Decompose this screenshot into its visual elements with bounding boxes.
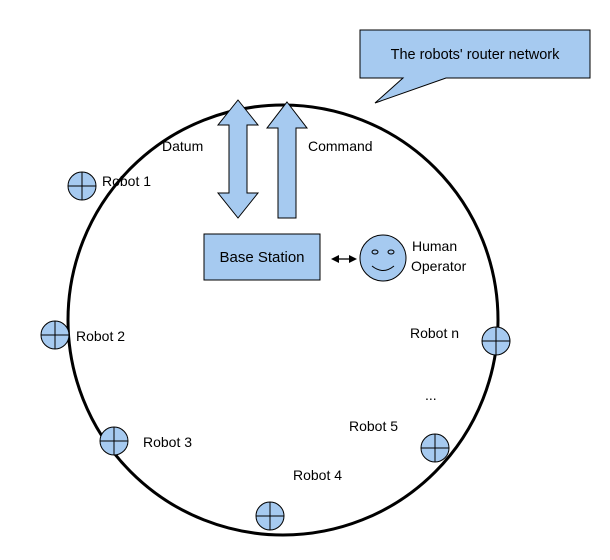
robot-3-label: Robot 3 [143, 434, 192, 450]
human-operator: Human Operator [359, 234, 467, 282]
callout-bubble [359, 29, 591, 104]
crosshair-circle-icon [420, 433, 450, 463]
base-station-box [203, 233, 321, 281]
base-station-label: Base Station [219, 249, 304, 266]
smiley-right-eye [387, 249, 395, 255]
robot-n-label: Robot n [410, 325, 459, 341]
robot-4-node: Robot 4 [255, 467, 342, 531]
datum-arrow-shape [216, 99, 260, 219]
base-station: Base Station [203, 233, 321, 281]
robot-2-label: Robot 2 [76, 328, 125, 344]
datum-arrow: Datum [162, 99, 260, 219]
connector-right-arrowhead [349, 255, 357, 263]
human-label-line1: Human [412, 238, 457, 254]
smiley-left-eye [371, 249, 379, 255]
crosshair-circle-icon [99, 426, 129, 456]
human-label-line2: Operator [411, 258, 467, 274]
more-robots-ellipsis: ... [425, 387, 437, 403]
smiley-face-icon [359, 234, 407, 282]
router-network-ring [66, 103, 500, 537]
callout: The robots' router network [359, 29, 591, 104]
crosshair-circle-icon [40, 320, 70, 350]
crosshair-circle-icon [67, 171, 97, 201]
robot-2-node: Robot 2 [40, 320, 125, 350]
robot-1-label: Robot 1 [102, 173, 151, 189]
smiley-mouth [371, 265, 395, 271]
crosshair-circle-icon [255, 501, 285, 531]
robot-4-label: Robot 4 [293, 467, 342, 483]
callout-text: The robots' router network [391, 47, 561, 63]
robot-5-label: Robot 5 [349, 418, 398, 434]
datum-label: Datum [162, 138, 203, 154]
robot-n-node: Robot n [410, 325, 511, 356]
robot-1-node: Robot 1 [67, 171, 151, 201]
crosshair-circle-icon [481, 326, 511, 356]
robot-3-node: Robot 3 [99, 426, 192, 456]
command-label: Command [308, 138, 373, 154]
command-arrow-shape [265, 101, 309, 219]
robot-5-node: Robot 5 [349, 418, 450, 463]
connector-left-arrowhead [331, 255, 339, 263]
smiley-face-circle [359, 234, 407, 282]
command-arrow: Command [265, 101, 373, 219]
base-to-human-connector [331, 255, 357, 263]
